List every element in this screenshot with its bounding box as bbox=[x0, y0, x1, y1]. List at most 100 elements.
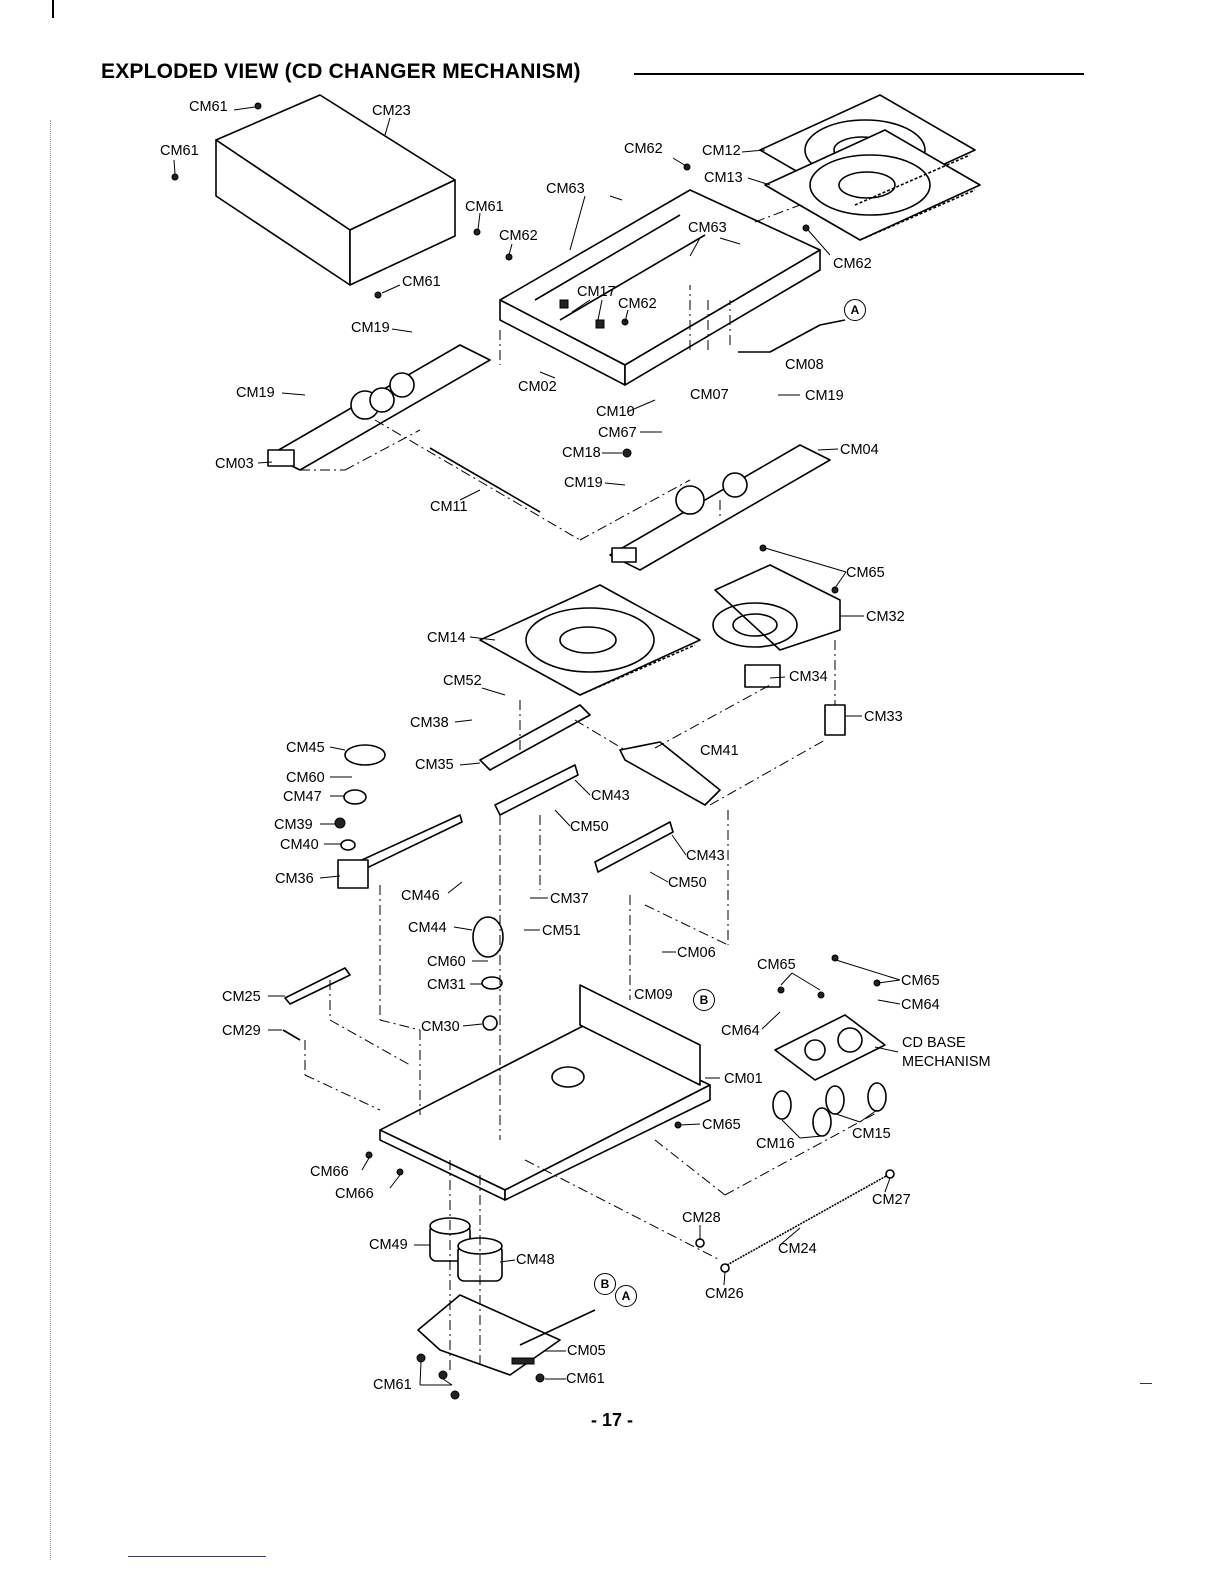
screw-part bbox=[831, 586, 839, 594]
label-cm44: CM44 bbox=[408, 920, 447, 936]
label-cm45: CM45 bbox=[286, 740, 325, 756]
label-cm18: CM18 bbox=[562, 445, 601, 461]
callout-a-marker: A bbox=[844, 299, 866, 321]
label-cm27: CM27 bbox=[872, 1192, 911, 1208]
label-cm17: CM17 bbox=[577, 284, 616, 300]
shaft-part bbox=[429, 447, 541, 513]
assembly-guide-lines bbox=[300, 204, 879, 1370]
label-cm01: CM01 bbox=[724, 1071, 763, 1087]
gear-part bbox=[343, 789, 367, 805]
label-cm62: CM62 bbox=[618, 296, 657, 312]
page-title: EXPLODED VIEW (CD CHANGER MECHANISM) bbox=[101, 60, 581, 83]
page-margin-mark bbox=[52, 0, 54, 18]
label-cm33: CM33 bbox=[864, 709, 903, 725]
label-cm25: CM25 bbox=[222, 989, 261, 1005]
pulley-part bbox=[482, 1015, 498, 1031]
label-cm03: CM03 bbox=[215, 456, 254, 472]
bushing-part bbox=[885, 1169, 895, 1179]
label-cm61: CM61 bbox=[160, 143, 199, 159]
label-cm05: CM05 bbox=[567, 1343, 606, 1359]
screw-part bbox=[802, 224, 810, 232]
top-cover-part bbox=[215, 94, 456, 286]
screw-part bbox=[817, 991, 825, 999]
bracket-part bbox=[744, 664, 781, 688]
small-gear-part bbox=[334, 817, 346, 829]
label-cm62: CM62 bbox=[499, 228, 538, 244]
callout-a-marker: A bbox=[615, 1285, 637, 1307]
screw-part bbox=[171, 173, 179, 181]
leader-lines bbox=[173, 106, 901, 1386]
label-cm63: CM63 bbox=[688, 220, 727, 236]
label-cm43: CM43 bbox=[686, 848, 725, 864]
label-cm34: CM34 bbox=[789, 669, 828, 685]
label-cm36: CM36 bbox=[275, 871, 314, 887]
arm-part bbox=[284, 967, 351, 1005]
label-cm61: CM61 bbox=[465, 199, 504, 215]
screw-part bbox=[777, 986, 785, 994]
bushing-part bbox=[695, 1238, 705, 1248]
screw-part bbox=[622, 448, 632, 458]
label-cm07: CM07 bbox=[690, 387, 729, 403]
disc-tray-lower-part bbox=[479, 584, 701, 696]
label-cm64: CM64 bbox=[721, 1023, 760, 1039]
label-cm11: CM11 bbox=[430, 499, 468, 515]
label-cm32: CM32 bbox=[866, 609, 905, 625]
label-cm19: CM19 bbox=[564, 475, 603, 491]
callout-b-marker: B bbox=[594, 1273, 616, 1295]
lever-plate-part bbox=[479, 704, 591, 771]
bushing-part bbox=[720, 1263, 730, 1273]
label-cm62: CM62 bbox=[833, 256, 872, 272]
label-cm30: CM30 bbox=[421, 1019, 460, 1035]
pulley-part bbox=[481, 976, 503, 990]
flex-cable-part bbox=[738, 319, 846, 353]
label-cm61: CM61 bbox=[566, 1371, 605, 1387]
label-cm19: CM19 bbox=[805, 388, 844, 404]
spring-part bbox=[282, 1029, 301, 1041]
slide-plate-part bbox=[619, 741, 721, 806]
screw-part bbox=[416, 1353, 426, 1363]
label-cm64: CM64 bbox=[901, 997, 940, 1013]
label-cm67: CM67 bbox=[598, 425, 637, 441]
label-cm52: CM52 bbox=[443, 673, 482, 689]
title-rule bbox=[634, 73, 1084, 75]
screw-part bbox=[396, 1168, 404, 1176]
label-cm48: CM48 bbox=[516, 1252, 555, 1268]
margin-dash bbox=[1140, 1383, 1152, 1384]
label-cm65: CM65 bbox=[846, 565, 885, 581]
label-cm04: CM04 bbox=[840, 442, 879, 458]
label-cm66: CM66 bbox=[310, 1164, 349, 1180]
gear-holder-part bbox=[337, 859, 369, 889]
belt-part bbox=[344, 744, 386, 766]
screw-part bbox=[438, 1370, 448, 1380]
gear-part bbox=[340, 839, 356, 851]
label-cm06: CM06 bbox=[677, 945, 716, 961]
label-cm65: CM65 bbox=[757, 957, 796, 973]
label-mechanism: MECHANISM bbox=[902, 1054, 991, 1070]
belt-part bbox=[472, 916, 504, 958]
label-cm40: CM40 bbox=[280, 837, 319, 853]
label-cm47: CM47 bbox=[283, 789, 322, 805]
label-cm37: CM37 bbox=[550, 891, 589, 907]
label-cm65: CM65 bbox=[901, 973, 940, 989]
screw-part bbox=[831, 954, 839, 962]
screw-part bbox=[535, 1373, 545, 1383]
screw-part bbox=[254, 102, 262, 110]
footer-rule bbox=[128, 1556, 266, 1557]
screw-part bbox=[450, 1390, 460, 1400]
page-number: - 17 - bbox=[591, 1410, 634, 1430]
label-cm08: CM08 bbox=[785, 357, 824, 373]
label-cm14: CM14 bbox=[427, 630, 466, 646]
upper-chassis-part bbox=[499, 189, 821, 386]
label-cm43: CM43 bbox=[591, 788, 630, 804]
label-cm61: CM61 bbox=[373, 1377, 412, 1393]
label-cm09: CM09 bbox=[634, 987, 673, 1003]
scan-edge-line bbox=[50, 120, 51, 1560]
label-cd-base: CD BASE bbox=[902, 1035, 966, 1051]
label-cm65: CM65 bbox=[702, 1117, 741, 1133]
label-cm28: CM28 bbox=[682, 1210, 721, 1226]
label-cm13: CM13 bbox=[704, 170, 743, 186]
label-cm62: CM62 bbox=[624, 141, 663, 157]
label-cm38: CM38 bbox=[410, 715, 449, 731]
